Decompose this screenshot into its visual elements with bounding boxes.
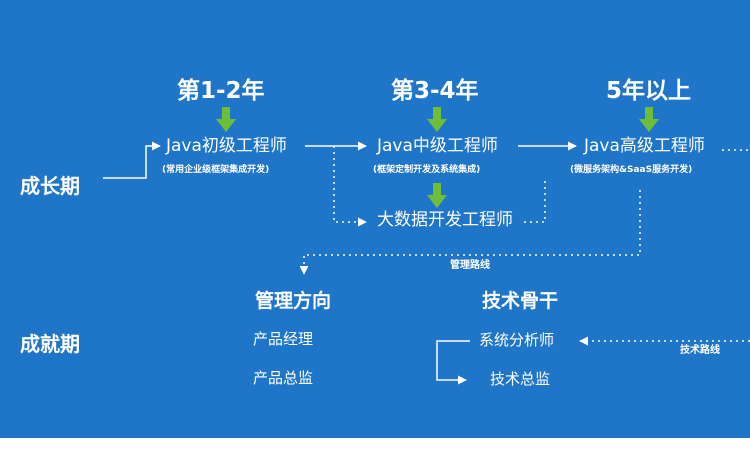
management-item-product-director: 产品总监 <box>253 369 314 387</box>
green-down-arrow-icon <box>427 183 447 208</box>
green-down-arrow-icon <box>427 107 447 132</box>
arrow-growth-to-junior <box>103 141 161 179</box>
node-middle-title: Java中级工程师 <box>377 136 498 156</box>
arrow-analyst-to-director <box>436 340 470 385</box>
technical-item-tech-director: 技术总监 <box>490 370 551 388</box>
green-down-arrow-icon <box>216 107 236 132</box>
route-technical-label: 技术路线 <box>680 345 720 356</box>
stage-achievement-label: 成就期 <box>20 332 80 356</box>
bottom-border <box>0 438 750 450</box>
year-label-2: 第3-4年 <box>391 78 479 104</box>
management-heading: 管理方向 <box>255 290 332 312</box>
node-senior-desc: (微服务架构&SaaS服务开发) <box>570 165 693 175</box>
technical-item-system-analyst: 系统分析师 <box>479 331 555 349</box>
connector-lines <box>103 107 750 385</box>
node-junior-title: Java初级工程师 <box>166 136 287 156</box>
dotted-to-bigdata <box>333 146 367 227</box>
green-down-arrow-icon <box>639 107 659 132</box>
route-management-label: 管理路线 <box>450 260 490 271</box>
management-item-product-manager: 产品经理 <box>253 330 314 348</box>
node-bigdata-title: 大数据开发工程师 <box>377 210 513 230</box>
dotted-bigdata-to-senior <box>524 178 546 223</box>
node-senior-title: Java高级工程师 <box>584 136 705 156</box>
node-middle-desc: (框架定制开发及系统集成) <box>373 165 481 175</box>
stage-growth-label: 成长期 <box>20 174 80 198</box>
node-junior-desc: (常用企业级框架集成开发) <box>162 165 270 175</box>
year-label-1: 第1-2年 <box>177 78 265 104</box>
year-label-3: 5年以上 <box>606 78 692 104</box>
career-path-diagram: 成长期 成就期 第1-2年 第3-4年 5年以上 Java初级工程师 (常用企业… <box>0 0 750 438</box>
technical-heading: 技术骨干 <box>482 290 559 312</box>
